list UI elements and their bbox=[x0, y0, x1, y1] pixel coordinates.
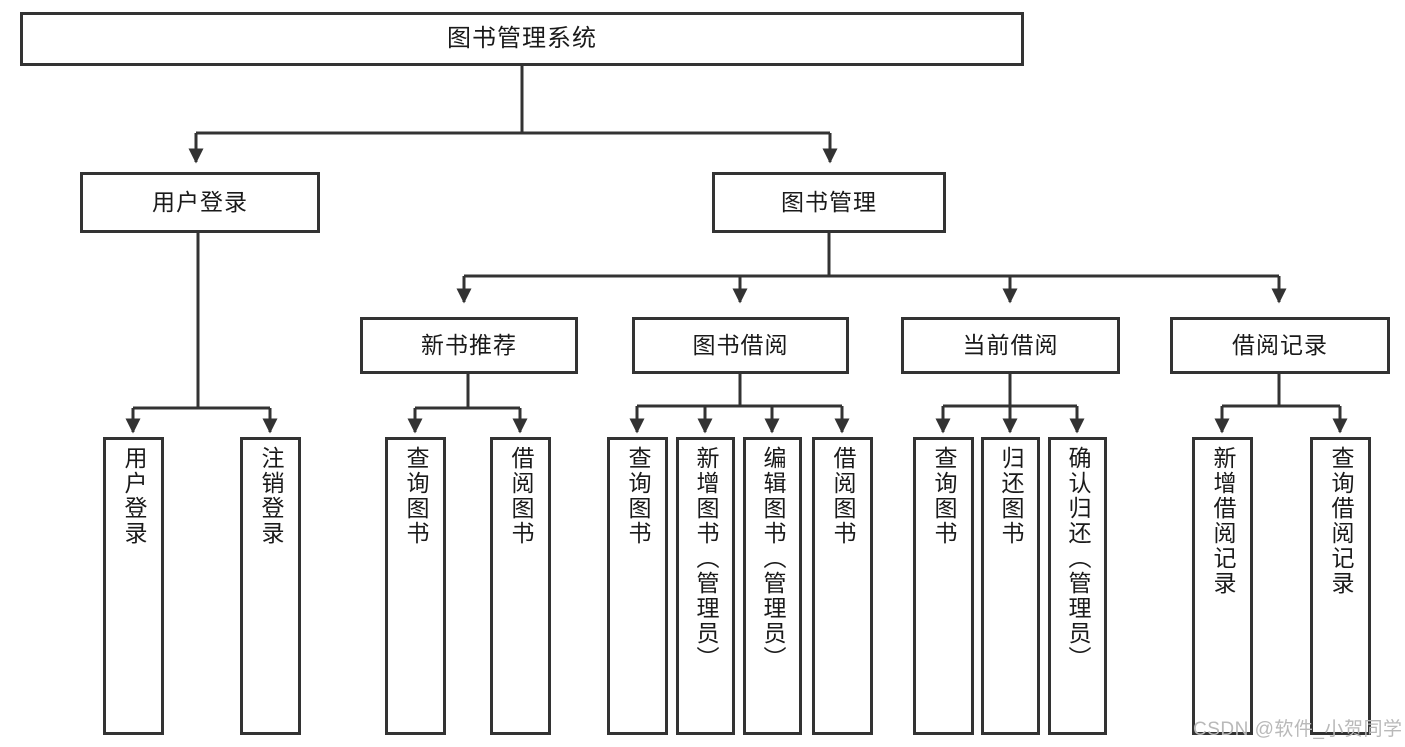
csdn-watermark: CSDN @软件_小贺同学 bbox=[1193, 719, 1403, 740]
node-leaf-10-label: 归还图书 bbox=[998, 446, 1025, 546]
node-leaf-4-label: 借阅图书 bbox=[508, 446, 535, 546]
node-leaf-8[interactable]: 借阅图书 bbox=[812, 437, 873, 735]
node-leaf-9-label: 查询图书 bbox=[931, 446, 958, 546]
node-leaf-7-label: 编辑图书（管理员） bbox=[760, 446, 787, 671]
node-leaf-11[interactable]: 确认归还（管理员） bbox=[1048, 437, 1107, 735]
node-book-manage[interactable]: 图书管理 bbox=[712, 172, 946, 233]
node-leaf-11-label: 确认归还（管理员） bbox=[1065, 446, 1092, 671]
node-current-borrow-label: 当前借阅 bbox=[962, 331, 1059, 358]
node-leaf-1[interactable]: 用户登录 bbox=[103, 437, 164, 735]
node-leaf-1-label: 用户登录 bbox=[121, 446, 148, 546]
node-leaf-5[interactable]: 查询图书 bbox=[607, 437, 668, 735]
node-leaf-13[interactable]: 查询借阅记录 bbox=[1310, 437, 1371, 735]
node-leaf-2[interactable]: 注销登录 bbox=[240, 437, 301, 735]
node-leaf-5-label: 查询图书 bbox=[625, 446, 652, 546]
node-book-borrow[interactable]: 图书借阅 bbox=[632, 317, 849, 374]
node-leaf-12-label: 新增借阅记录 bbox=[1210, 446, 1237, 596]
node-leaf-10[interactable]: 归还图书 bbox=[981, 437, 1040, 735]
node-leaf-2-label: 注销登录 bbox=[258, 446, 285, 546]
node-new-book-rec-label: 新书推荐 bbox=[421, 331, 517, 358]
node-leaf-12[interactable]: 新增借阅记录 bbox=[1192, 437, 1253, 735]
node-book-borrow-label: 图书借阅 bbox=[692, 331, 789, 358]
node-borrow-record-label: 借阅记录 bbox=[1232, 331, 1328, 358]
node-new-book-rec[interactable]: 新书推荐 bbox=[360, 317, 578, 374]
node-user-login[interactable]: 用户登录 bbox=[80, 172, 320, 233]
node-root-label: 图书管理系统 bbox=[447, 24, 597, 52]
node-leaf-3-label: 查询图书 bbox=[403, 446, 430, 546]
node-leaf-6[interactable]: 新增图书（管理员） bbox=[676, 437, 735, 735]
node-leaf-7[interactable]: 编辑图书（管理员） bbox=[743, 437, 802, 735]
node-leaf-8-label: 借阅图书 bbox=[830, 446, 857, 546]
node-user-login-label: 用户登录 bbox=[152, 188, 248, 215]
node-leaf-4[interactable]: 借阅图书 bbox=[490, 437, 551, 735]
node-current-borrow[interactable]: 当前借阅 bbox=[901, 317, 1120, 374]
node-root[interactable]: 图书管理系统 bbox=[20, 12, 1024, 66]
node-leaf-13-label: 查询借阅记录 bbox=[1328, 446, 1355, 596]
node-leaf-6-label: 新增图书（管理员） bbox=[693, 446, 720, 671]
node-book-manage-label: 图书管理 bbox=[781, 188, 877, 215]
node-leaf-3[interactable]: 查询图书 bbox=[385, 437, 446, 735]
node-leaf-9[interactable]: 查询图书 bbox=[913, 437, 974, 735]
node-borrow-record[interactable]: 借阅记录 bbox=[1170, 317, 1390, 374]
